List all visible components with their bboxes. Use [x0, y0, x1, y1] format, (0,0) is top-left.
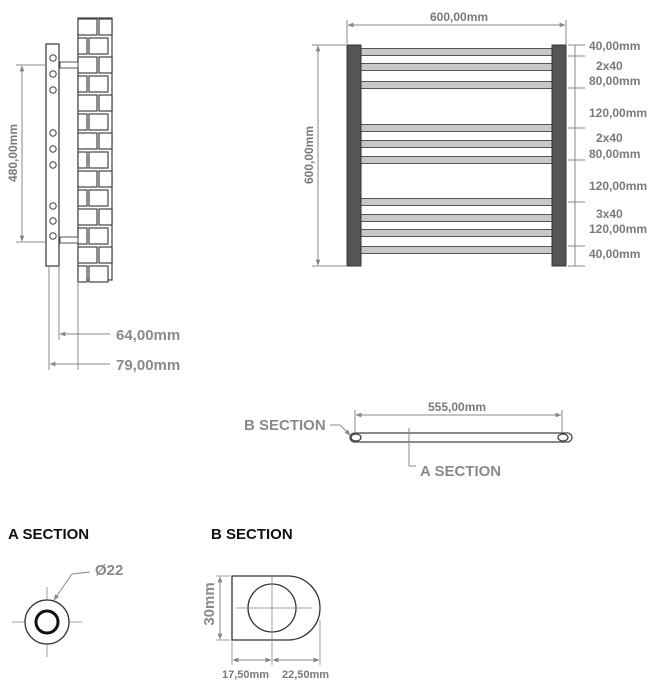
right-dim-4: 2x40 — [596, 131, 623, 145]
right-dim-lines — [568, 44, 585, 267]
brick — [77, 208, 98, 226]
side-tube-circle — [49, 161, 57, 169]
side-tube-circle — [49, 129, 57, 137]
section-b-bottom-right: 22,50mm — [282, 669, 329, 681]
top-length-dim: 555,00mm — [428, 400, 486, 414]
section-b: B SECTION 30mm 17,50mm 22,50mm — [201, 526, 329, 681]
right-dim-1: 2x40 — [596, 59, 623, 73]
brick — [77, 170, 98, 188]
rail — [360, 140, 553, 148]
section-b-height: 30mm — [201, 582, 218, 625]
front-rails — [360, 48, 553, 254]
rail — [360, 124, 553, 132]
right-dim-0: 40,00mm — [589, 39, 640, 53]
section-a-drawing — [12, 571, 91, 657]
side-tube-circle — [49, 145, 57, 153]
dim-depth — [48, 266, 110, 370]
side-tube-circle — [49, 232, 57, 240]
brick — [77, 18, 98, 36]
section-b-title: B SECTION — [211, 526, 293, 543]
brick — [98, 132, 113, 150]
section-markers — [330, 424, 416, 467]
brick — [77, 227, 88, 245]
side-view: 480,00mm 64,00mm 79,00mm — [6, 17, 180, 374]
brick — [88, 75, 109, 93]
section-a-diameter: Ø22 — [95, 562, 123, 579]
rail — [360, 63, 553, 71]
brick — [98, 56, 113, 74]
rail — [360, 229, 553, 237]
dim-480 — [16, 64, 46, 243]
side-tube-circle — [49, 202, 57, 210]
brick — [77, 75, 88, 93]
brick — [98, 246, 113, 264]
rail — [360, 81, 553, 89]
section-b-bottom-left: 17,50mm — [222, 669, 269, 681]
brick — [98, 94, 113, 112]
side-tube-circle — [49, 70, 57, 78]
brick — [98, 18, 113, 36]
top-rail — [349, 432, 573, 443]
right-dim-5: 80,00mm — [589, 147, 640, 161]
brick — [88, 265, 109, 283]
section-a: A SECTION Ø22 — [8, 526, 123, 657]
wall-brackets — [59, 61, 79, 244]
right-post — [551, 44, 567, 267]
brick — [88, 227, 109, 245]
top-view: 555,00mm B SECTION A SECTION — [244, 400, 573, 480]
front-view: 600,00mm 600,00mm 40,00mm 2x40 80,00mm 1… — [302, 10, 647, 267]
rail — [360, 156, 553, 164]
brick — [88, 189, 109, 207]
section-a-title: A SECTION — [8, 526, 89, 543]
right-dim-7: 3x40 — [596, 207, 623, 221]
rail — [360, 198, 553, 206]
brick — [77, 113, 88, 131]
depth-inner-dim: 64,00mm — [116, 327, 180, 344]
right-dim-6: 120,00mm — [589, 179, 647, 193]
rail — [360, 246, 553, 254]
brick — [98, 208, 113, 226]
brick — [77, 132, 98, 150]
right-dim-8: 120,00mm — [589, 222, 647, 236]
front-width-dim: 600,00mm — [430, 10, 488, 24]
rail — [360, 214, 553, 222]
brick — [77, 246, 98, 264]
dim-600-width — [346, 20, 567, 44]
b-section-label: B SECTION — [244, 417, 326, 434]
side-tube-circle — [49, 86, 57, 94]
brick — [77, 189, 88, 207]
side-height-dim: 480,00mm — [6, 124, 20, 182]
side-tube-circle — [49, 217, 57, 225]
brick — [88, 113, 109, 131]
right-dim-9: 40,00mm — [589, 247, 640, 261]
right-dim-2: 80,00mm — [589, 74, 640, 88]
brick — [88, 151, 109, 169]
depth-outer-dim: 79,00mm — [116, 357, 180, 374]
brick-wall — [77, 17, 113, 283]
a-section-label: A SECTION — [420, 463, 501, 480]
brick — [98, 170, 113, 188]
brick — [88, 37, 109, 55]
section-b-drawing — [216, 575, 321, 665]
rail — [360, 48, 553, 56]
side-post — [45, 43, 60, 267]
brick — [77, 56, 98, 74]
front-height-dim: 600,00mm — [302, 126, 316, 184]
brick — [77, 151, 88, 169]
brick — [77, 37, 88, 55]
dim-600-height — [312, 44, 346, 267]
brick — [77, 265, 88, 283]
dim-555 — [354, 410, 563, 432]
left-post — [346, 44, 362, 267]
right-dim-3: 120,00mm — [589, 106, 647, 120]
brick — [77, 94, 98, 112]
side-tube-circle — [49, 54, 57, 62]
